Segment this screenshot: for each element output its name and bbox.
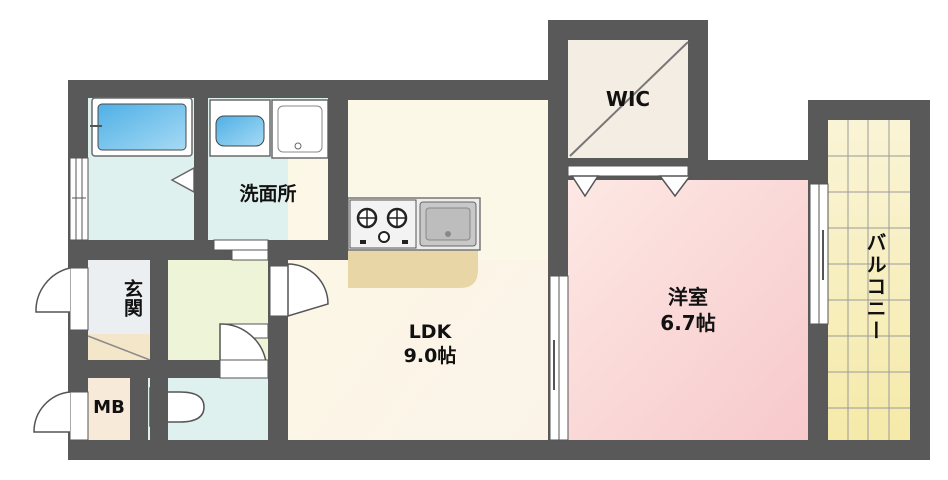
mb-floor xyxy=(88,378,130,440)
washbasin xyxy=(209,99,271,157)
mb-label: MB xyxy=(93,397,125,418)
entrance-label: 玄関 xyxy=(121,279,143,317)
entrance-step-diagonal xyxy=(87,335,151,361)
ldk-name-label: LDK xyxy=(408,321,452,343)
wic-folding-door xyxy=(567,165,692,198)
balcony-window xyxy=(809,183,829,325)
wic-label: WIC xyxy=(605,87,651,111)
balcony-label: バルコニー xyxy=(863,232,887,342)
ldk-door xyxy=(269,263,329,318)
bath-window xyxy=(69,157,89,241)
entrance-door xyxy=(35,267,89,331)
toilet-door xyxy=(219,323,269,379)
western-floor xyxy=(568,180,808,440)
balcony-grid xyxy=(828,120,910,440)
western-size-label: 6.7帖 xyxy=(660,311,716,335)
entrance-floor xyxy=(88,260,150,334)
bathtub xyxy=(90,97,195,194)
ldk-size-label: 9.0帖 xyxy=(403,345,457,367)
balcony-floor xyxy=(828,120,910,440)
kitchen-counter xyxy=(347,197,481,288)
washing-machine-pan xyxy=(271,99,329,159)
wic-diagonal xyxy=(569,41,689,157)
western-sliding-door xyxy=(549,275,569,441)
washroom-sliding-door xyxy=(213,239,269,261)
western-name-label: 洋室 xyxy=(668,285,708,309)
washroom-label: 洗面所 xyxy=(239,183,297,205)
mb-door xyxy=(33,391,89,441)
